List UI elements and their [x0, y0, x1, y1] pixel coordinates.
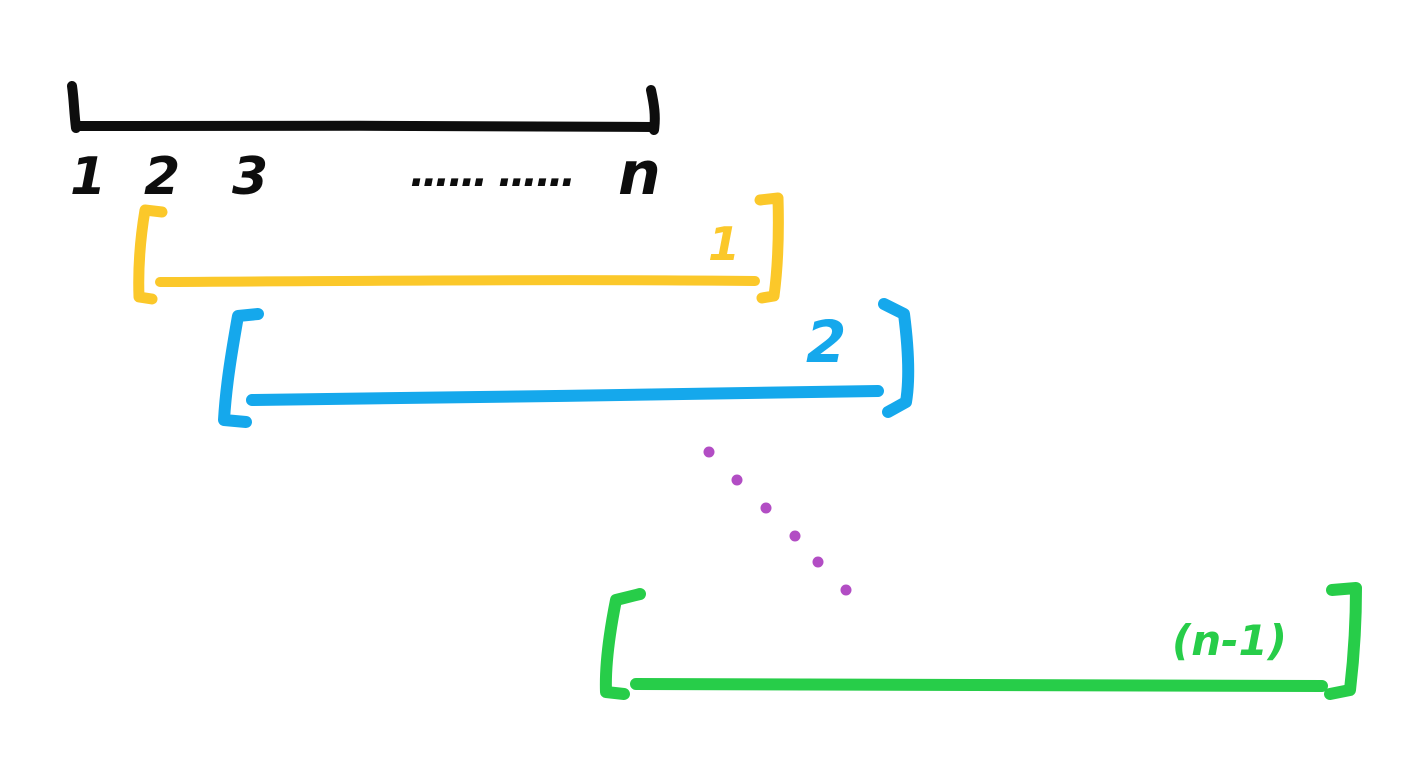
number-line-right-tick: [646, 85, 660, 135]
window-2-span: [246, 385, 884, 406]
continuation-dots: [703, 446, 852, 596]
tick-label-3: 3: [232, 147, 268, 207]
window-1: 1: [133, 192, 784, 305]
number-line-axis: [71, 120, 657, 132]
window-1-label: 1: [708, 217, 740, 271]
continuation-dot: [731, 474, 743, 486]
window-1-right-bracket: [754, 192, 784, 304]
ellipsis-label: …… ……: [410, 150, 574, 196]
tick-label-2: 2: [144, 147, 180, 207]
window-n-minus-1-label: (n-1): [1172, 616, 1287, 665]
window-n-minus-1-span: [630, 678, 1328, 692]
continuation-dot: [840, 584, 852, 596]
tick-label-1: 1: [70, 147, 106, 207]
window-1-left-bracket: [133, 204, 168, 305]
continuation-dot: [760, 502, 772, 514]
window-2-label: 2: [806, 308, 846, 376]
number-line: 1 2 3 …… …… n: [67, 81, 661, 209]
window-n-minus-1-left-bracket: [599, 588, 646, 700]
continuation-dot: [789, 530, 801, 542]
window-2: 2: [218, 298, 915, 428]
end-label-n: n: [618, 139, 661, 209]
window-2-left-bracket: [218, 308, 264, 428]
window-n-minus-1: (n-1): [599, 582, 1362, 700]
window-n-minus-1-right-bracket: [1324, 582, 1362, 700]
window-1-span: [155, 275, 760, 287]
continuation-dot: [812, 556, 824, 568]
window-2-right-bracket: [878, 298, 915, 418]
continuation-dot: [703, 446, 715, 458]
